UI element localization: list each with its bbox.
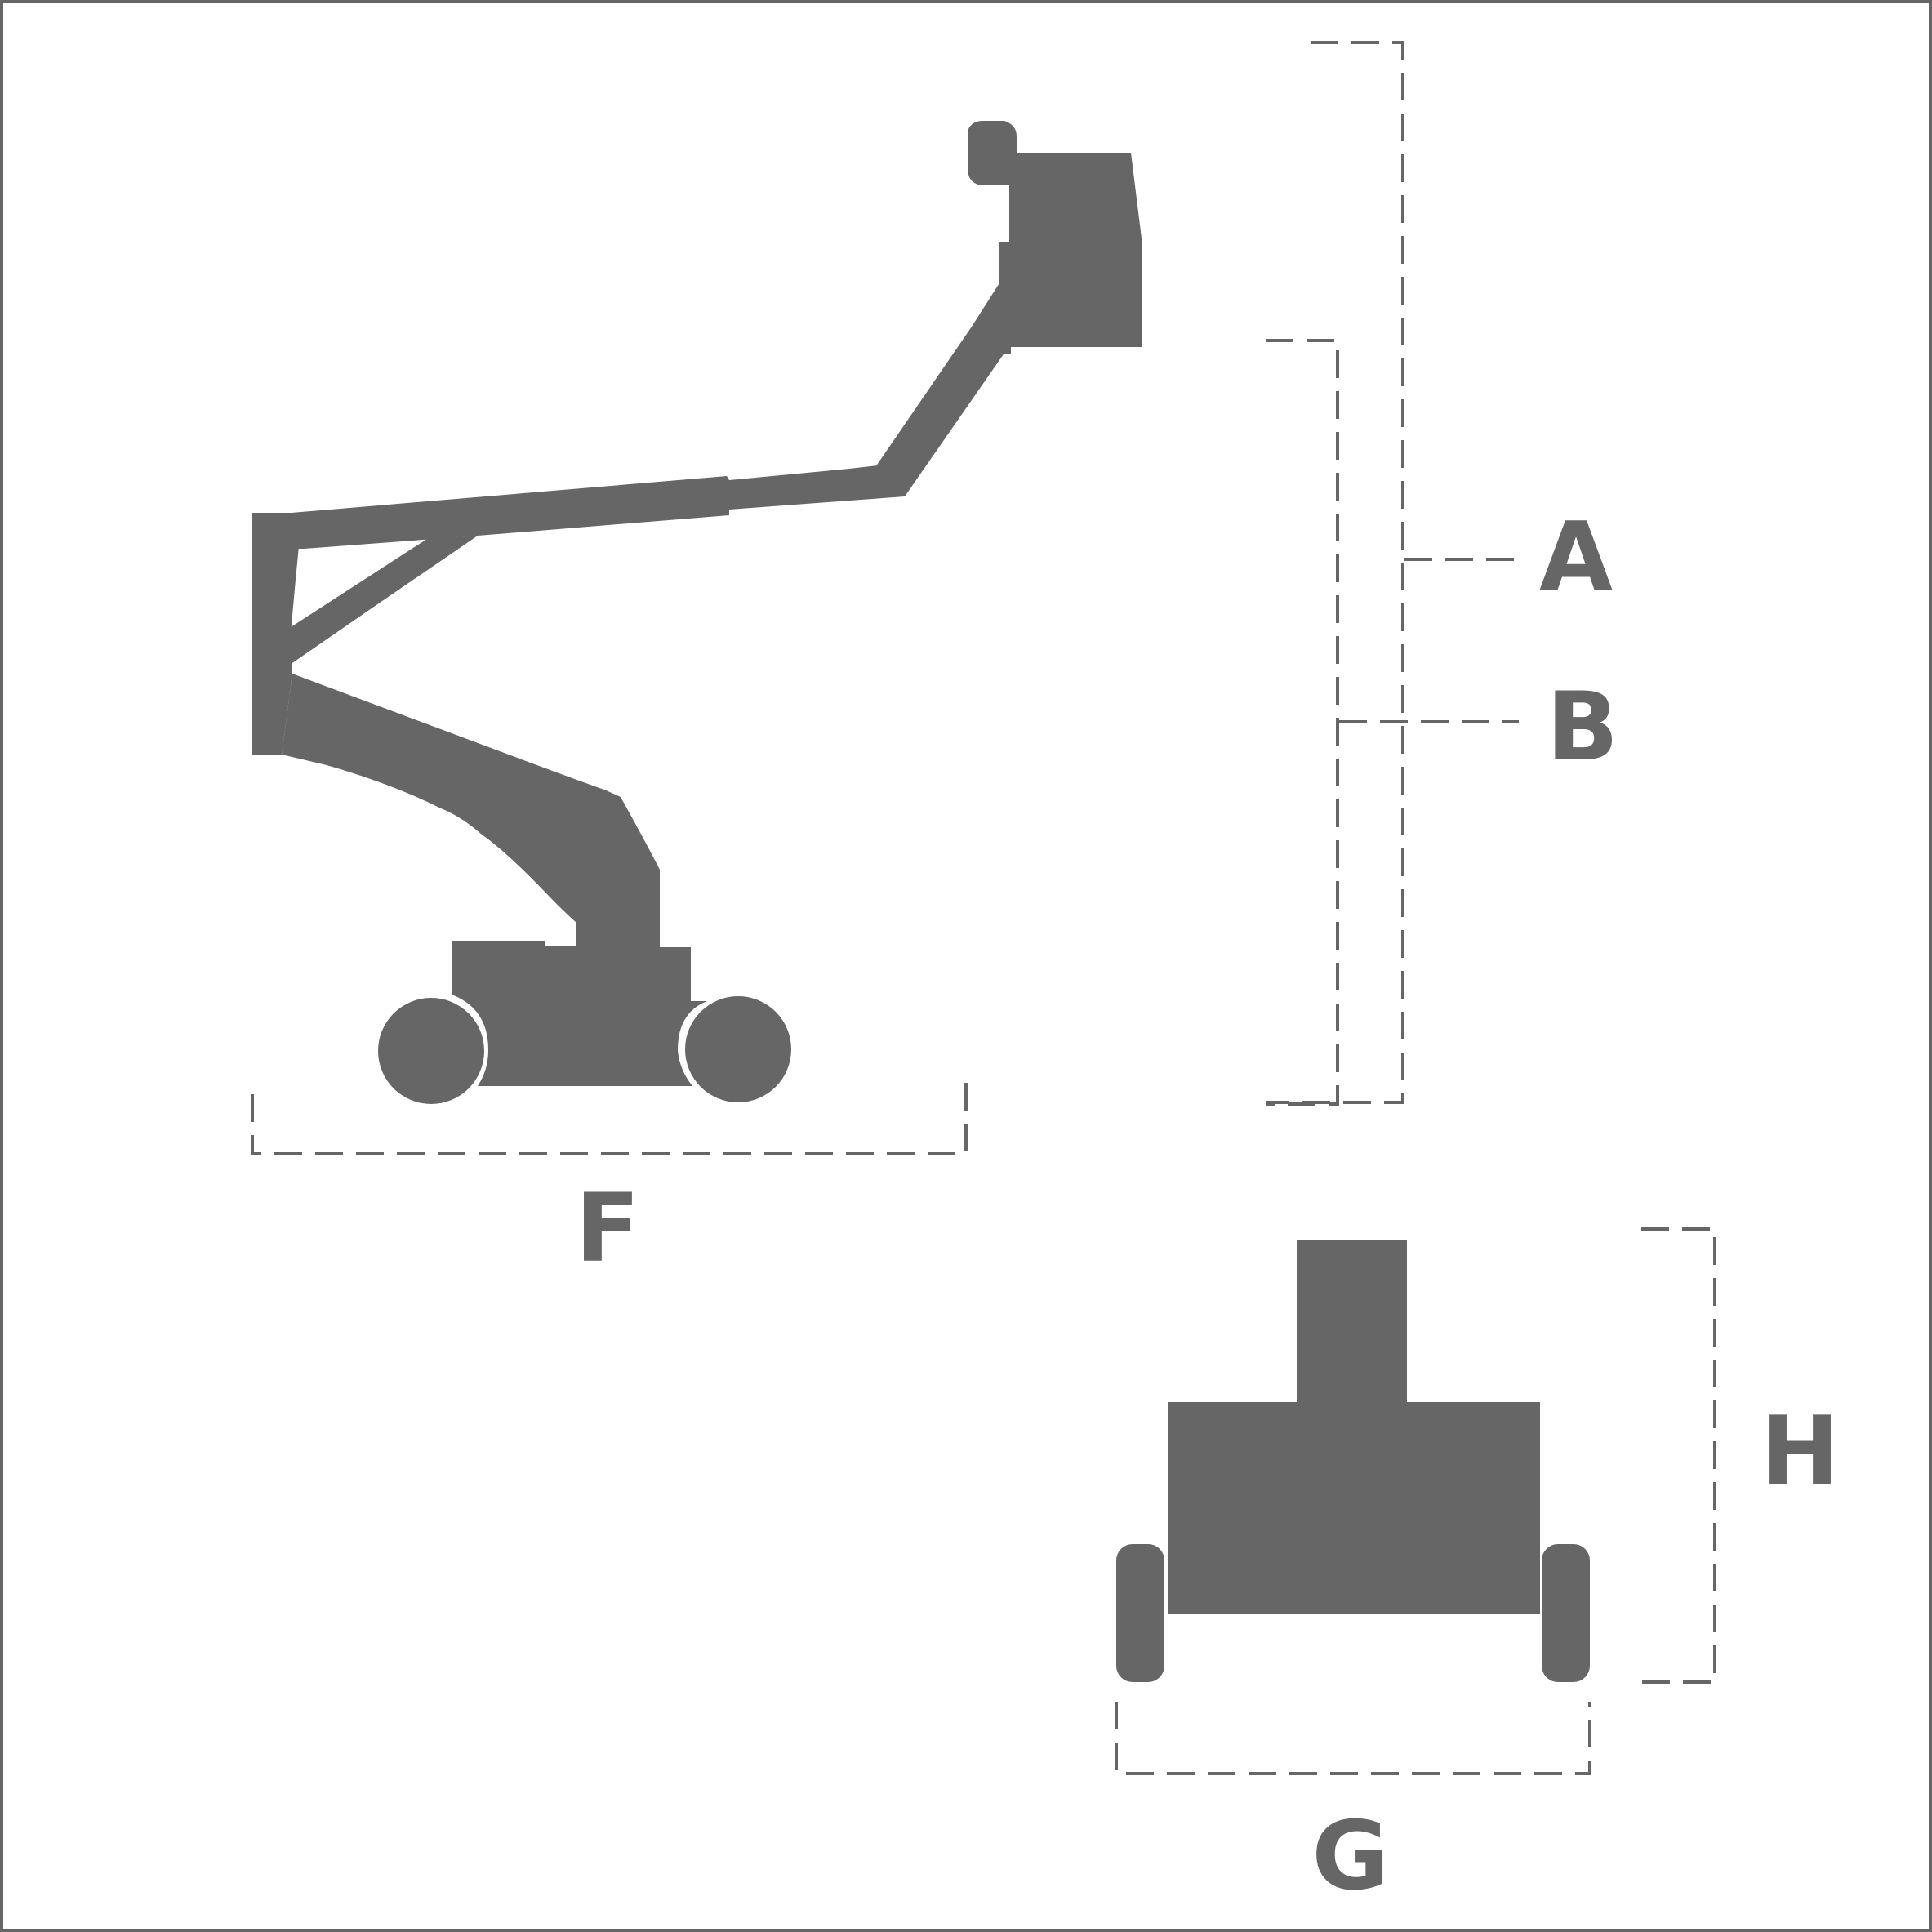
label-g: G bbox=[1311, 1801, 1389, 1912]
dimension-line-h bbox=[1629, 1227, 1716, 1684]
front-body bbox=[1168, 1402, 1540, 1614]
side-view-lift bbox=[252, 121, 1142, 1104]
label-h: H bbox=[1760, 1396, 1839, 1507]
upper-boom bbox=[292, 465, 905, 549]
dimension-line-g bbox=[1115, 1702, 1591, 1775]
lower-riser bbox=[288, 536, 478, 663]
dimension-labels: A B F G H bbox=[575, 502, 1839, 1912]
dimension-lines bbox=[251, 41, 1716, 1775]
front-wheel bbox=[685, 996, 791, 1102]
dimension-line-f bbox=[251, 1082, 968, 1155]
dimension-line-b bbox=[1266, 339, 1339, 1106]
right-track bbox=[1542, 1544, 1590, 1682]
mast bbox=[252, 513, 302, 755]
label-b: B bbox=[1547, 672, 1618, 782]
platform-basket bbox=[968, 121, 1142, 354]
jib-arm bbox=[874, 282, 1027, 496]
front-platform bbox=[1297, 1240, 1407, 1403]
dimension-line-a bbox=[1266, 41, 1404, 1104]
chassis bbox=[452, 941, 707, 1086]
lower-boom bbox=[282, 674, 660, 949]
rear-wheel bbox=[378, 998, 484, 1104]
front-view-lift bbox=[1116, 1240, 1590, 1682]
label-a: A bbox=[1539, 502, 1613, 612]
label-f: F bbox=[575, 1173, 639, 1284]
left-track bbox=[1116, 1544, 1164, 1682]
